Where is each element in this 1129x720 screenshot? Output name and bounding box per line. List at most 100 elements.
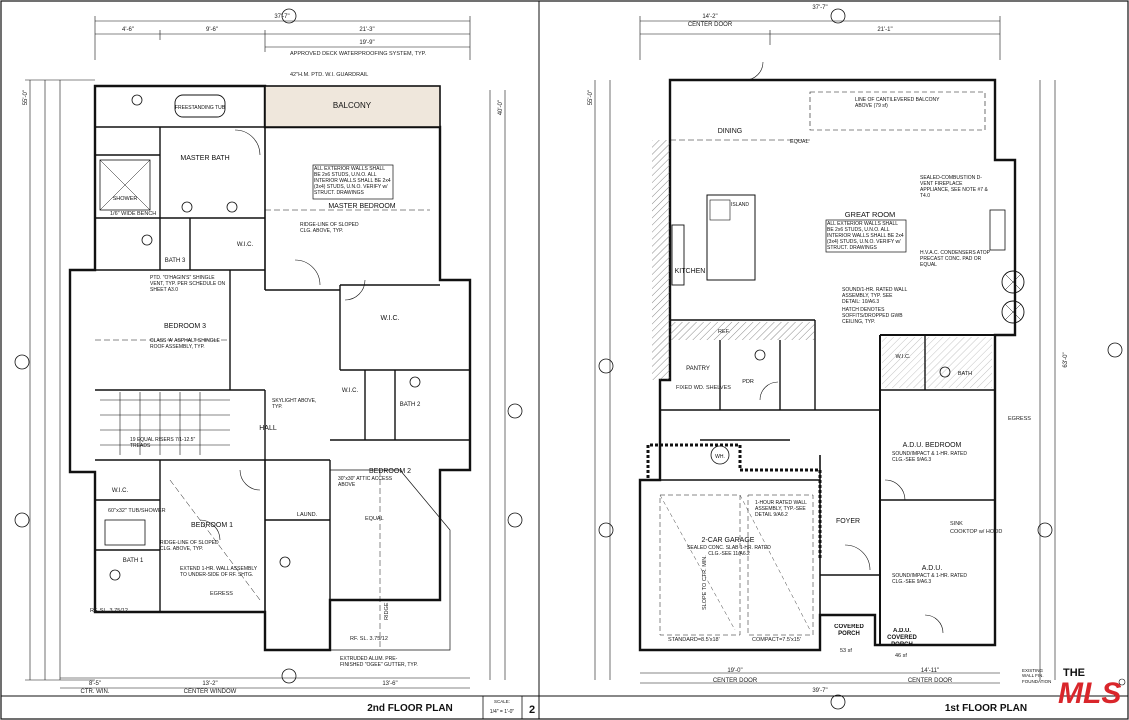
dim-bottom-c: 13'-6" [382, 681, 397, 687]
note-egress-2nd: EGRESS [210, 591, 233, 597]
note-sink: SINK [950, 521, 963, 527]
room-laundry: LAUND. [297, 512, 318, 518]
dim-top-d: 19'-9" [359, 40, 374, 46]
second-floor-plan [14, 8, 523, 689]
note-deck: APPROVED DECK WATERPROOFING SYSTEM, TYP. [290, 51, 427, 57]
dim-1st-bottom-b: 14'-11" [921, 668, 939, 674]
note-equal: EQUAL [365, 516, 384, 522]
note-gutter: EXTRUDED ALUM. PRE-FINISHED "OGEE" GUTTE… [340, 656, 418, 668]
note-ridge: RIDGE [384, 602, 390, 620]
note-existing: EXISTING WALL FIN. FOUNDATION [1022, 668, 1051, 684]
note-hvac: H.V.A.C. CONDENSERS ATOP PRECAST CONC. P… [920, 250, 990, 268]
dim-1st-bottom-a: 19'-0" [727, 668, 742, 674]
scale-value: 1/4" = 1'-0" [490, 709, 515, 715]
room-bedroom-3: BEDROOM 3 [164, 323, 206, 330]
note-hatch: HATCH DENOTES SOFFITS/DROPPED GWB CEILIN… [842, 307, 903, 325]
dim-top-b: 9'-6" [206, 27, 218, 33]
dim-1st-top-a: 14'-2" [702, 14, 717, 20]
room-bath-adu: BATH [958, 371, 972, 377]
room-wic-master-2: W.I.C. [380, 315, 399, 322]
balcony-area [264, 85, 441, 128]
note-skylight: SKYLIGHT ABOVE, TYP. [272, 398, 316, 410]
room-master-bath: MASTER BATH [180, 155, 229, 162]
soffit-hatch-bath [882, 337, 992, 388]
room-wic-master: W.I.C. [237, 242, 254, 248]
dim-top-c: 21'-3" [359, 27, 374, 33]
note-wall-1hr: EXTEND 1-HR. WALL ASSEMBLY TO UNDER-SIDE… [180, 566, 257, 578]
room-kitchen: KITCHEN [675, 268, 706, 275]
note-ref: REF. [718, 329, 730, 335]
note-rf-slope-1: RF. SL. 3.75/12 [90, 608, 128, 614]
note-vent: PTD. "O'HAGIN'S" SHINGLE VENT, TYP. PER … [150, 275, 225, 293]
title-2nd-floor: 2nd FLOOR PLAN [367, 703, 453, 714]
note-risers: 19 EQUAL RISERS 7/1-12.5" TREADS [130, 437, 195, 449]
note-garage-slope: SLOPE TO CTR. MIN. [702, 555, 708, 610]
note-equal-1st: EQUAL [790, 139, 809, 145]
note-adu-porch-area: 46 sf [895, 653, 907, 659]
dim-right-overall: 40'-0" [498, 100, 504, 115]
note-guardrail: 42"H.M. PTD. W.I. GUARDRAIL [290, 72, 368, 78]
note-adu-bed-sound: SOUND/IMPACT & 1-HR. RATED CLG.-SEE 9/A6… [892, 451, 967, 463]
note-walls-2nd: ALL EXTERIOR WALLS SHALL BE 2x6 STUDS, U… [314, 166, 391, 196]
room-adu-covered-porch: A.D.U. COVERED PORCH [887, 628, 917, 648]
dim-1st-bottom-center-door-b: CENTER DOOR [908, 678, 953, 684]
dim-1st-right-overall: 63'-0" [1063, 352, 1069, 367]
note-cantilever: LINE OF CANTILEVERED BALCONY ABOVE (79 s… [855, 97, 939, 109]
dim-left-overall: 55'-0" [23, 90, 29, 105]
dim-1st-left-overall: 55'-0" [588, 90, 594, 105]
dim-1st-bottom-center-door-a: CENTER DOOR [713, 678, 758, 684]
note-adu-sound: SOUND/IMPACT & 1-HR. RATED CLG.-SEE 9/A6… [892, 573, 967, 585]
second-floor-labels: BALCONY MASTER BATH MASTER BEDROOM SHOWE… [23, 14, 504, 695]
svg-text:THE: THE [1063, 667, 1085, 679]
room-wic-adu: W.I.C. [896, 354, 911, 360]
kitchen-island [706, 194, 756, 281]
water-heater-label: WH. [715, 454, 725, 460]
note-ridge-master: RIDGE-LINE OF SLOPED CLG. ABOVE, TYP. [300, 222, 359, 234]
scale-label: SCALE: [494, 699, 510, 704]
room-pdr: PDR [742, 379, 754, 385]
soffit-hatch-left [652, 140, 670, 380]
note-garage-wall: 1-HOUR RATED WALL ASSEMBLY, TYP.-SEE DET… [755, 500, 807, 518]
dim-1st-top-center-door: CENTER DOOR [688, 22, 733, 28]
first-floor-labels: DINING GREAT ROOM KITCHEN ISLAND PANTRY … [588, 5, 1069, 694]
note-fireplace: SEALED-COMBUSTION D-VENT FIREPLACE APPLI… [920, 175, 988, 199]
room-adu-bedroom: A.D.U. BEDROOM [903, 442, 962, 449]
note-rf-slope-2: RF. SL. 3.75/12 [350, 636, 388, 642]
room-bedroom-2: BEDROOM 2 [369, 468, 411, 475]
mls-logo: THE MLS [1058, 667, 1126, 710]
room-adu: A.D.U. [922, 565, 943, 572]
note-roof: CLASS 'A' ASPHALT SHINGLE ROOF ASSEMBLY,… [150, 338, 220, 350]
soffit-hatch-kitchen [670, 322, 815, 340]
dim-bottom-a: 8'-5" [89, 681, 101, 687]
room-shower: SHOWER [113, 196, 138, 202]
room-wic-bed1: W.I.C. [112, 488, 129, 494]
title-1st-floor: 1st FLOOR PLAN [945, 703, 1027, 714]
note-standard-stall: STANDARD=8.5'x18' [668, 637, 720, 643]
note-tub-shower: 60"x32" TUB/SHOWER [108, 508, 166, 514]
dim-1st-top-b: 21'-1" [877, 27, 892, 33]
note-sound: SOUND/1-HR. RATED WALL ASSEMBLY, TYP. SE… [842, 287, 907, 305]
tub-label: FREESTANDING TUB [175, 105, 226, 111]
dim-1st-overall-top: 37'-7" [812, 5, 827, 11]
note-shelves: FIXED WD. SHELVES [676, 385, 731, 391]
note-cooktop: COOKTOP w/ HOOD [950, 529, 1002, 535]
room-hall: HALL [259, 425, 277, 432]
room-master-bedroom: MASTER BEDROOM [328, 203, 395, 210]
note-walls-1st: ALL EXTERIOR WALLS SHALL BE 2x6 STUDS, U… [827, 221, 904, 251]
island-label: ISLAND [731, 202, 749, 208]
svg-text:MLS: MLS [1058, 677, 1121, 710]
room-bedroom-1: BEDROOM 1 [191, 522, 233, 529]
room-garage: 2-CAR GARAGE [702, 537, 755, 544]
note-compact-stall: COMPACT=7.5'x15' [752, 637, 801, 643]
room-great-room: GREAT ROOM [845, 210, 896, 219]
room-pantry: PANTRY [686, 366, 710, 372]
room-bath-1: BATH 1 [123, 558, 144, 564]
note-porch-area: 53 sf [840, 648, 852, 654]
sheet-number: 2 [529, 704, 535, 716]
room-wic-bed2: W.I.C. [342, 388, 359, 394]
room-balcony: BALCONY [333, 101, 372, 110]
note-attic: 30"x30" ATTIC ACCESS ABOVE [338, 476, 392, 488]
dim-top-a: 4'-6" [122, 27, 134, 33]
note-ridge-bed1: RIDGE-LINE OF SLOPED CLG. ABOVE, TYP. [160, 540, 219, 552]
dim-center-window: CENTER WINDOW [184, 689, 237, 695]
